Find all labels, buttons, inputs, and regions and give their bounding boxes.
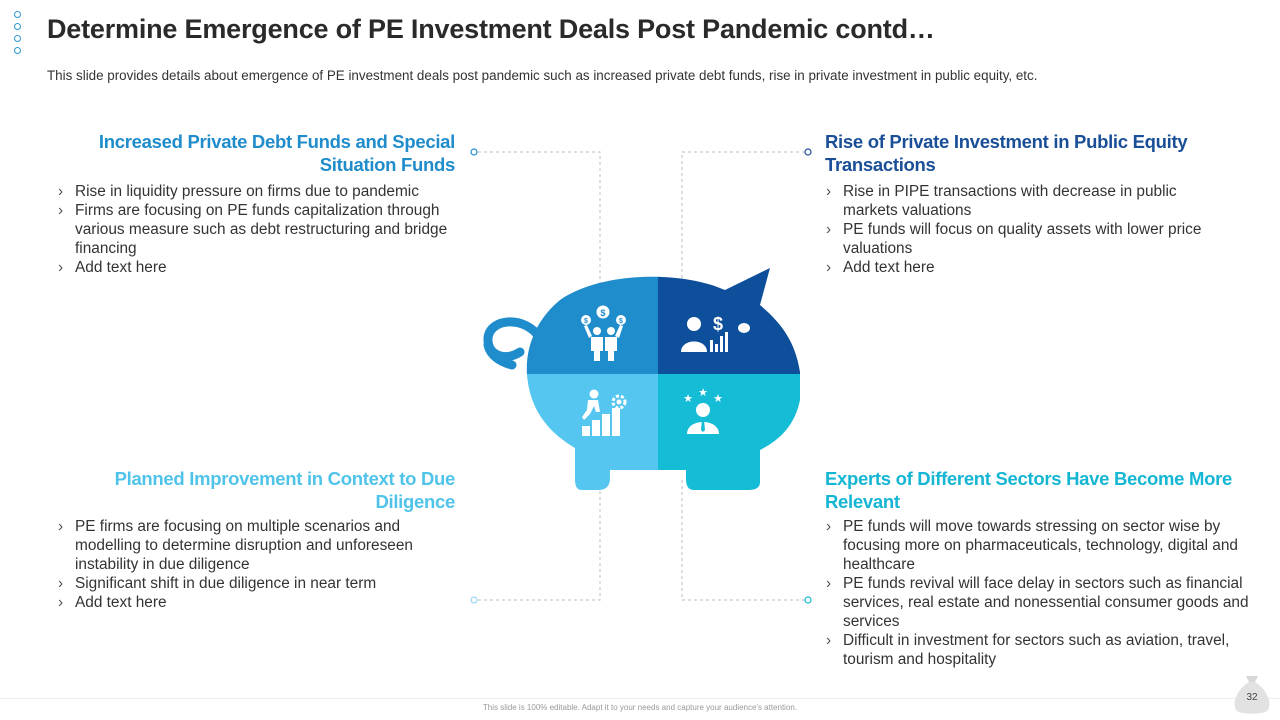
growth-steps-icon bbox=[582, 389, 627, 436]
slide-title: Determine Emergence of PE Investment Dea… bbox=[47, 14, 935, 44]
svg-text:$: $ bbox=[619, 318, 623, 325]
pig-eye bbox=[738, 323, 750, 333]
list-item: PE funds will move towards stressing on … bbox=[826, 517, 1251, 574]
section-heading-debt-funds: Increased Private Debt Funds and Special… bbox=[98, 131, 455, 175]
section-heading-due-diligence: Planned Improvement in Context to Due Di… bbox=[114, 468, 456, 512]
money-symbols: $ $ $ bbox=[584, 308, 623, 325]
menu-dots-icon bbox=[14, 11, 22, 59]
page-number: 32 bbox=[1246, 692, 1258, 703]
piggy-bank-graphic: $ $ $ $ ★ ★ ★ bbox=[483, 268, 800, 490]
list-item: Difficult in investment for sectors such… bbox=[826, 631, 1251, 669]
expert-stars-icon: ★ ★ ★ bbox=[683, 386, 723, 434]
svg-text:$: $ bbox=[600, 308, 605, 318]
footer-note: This slide is 100% editable. Adapt it to… bbox=[482, 703, 798, 712]
list-item: Firms are focusing on PE funds capitaliz… bbox=[58, 201, 468, 258]
pig-quadrant-bottom-left bbox=[526, 374, 658, 490]
list-item: Rise in PIPE transactions with decrease … bbox=[826, 182, 1226, 220]
pig-tail bbox=[483, 317, 545, 370]
money-bag-icon bbox=[1234, 676, 1270, 714]
svg-text:★: ★ bbox=[713, 392, 723, 405]
dollar-icon: $ bbox=[713, 314, 723, 334]
pig-quadrant-bottom-right bbox=[658, 374, 800, 490]
people-money-icon bbox=[581, 305, 626, 361]
bullet-list-debt-funds: Rise in liquidity pressure on firms due … bbox=[58, 182, 468, 277]
list-item: Significant shift in due diligence in ne… bbox=[58, 574, 458, 593]
svg-text:$: $ bbox=[584, 318, 588, 325]
list-item: Add text here bbox=[58, 258, 468, 277]
slide-subtitle: This slide provides details about emerge… bbox=[47, 68, 1038, 83]
list-item: PE funds revival will face delay in sect… bbox=[826, 574, 1251, 631]
list-item: Add text here bbox=[826, 258, 1226, 277]
list-item: PE firms are focusing on multiple scenar… bbox=[58, 517, 458, 574]
footer-divider bbox=[0, 698, 1280, 699]
bullet-list-due-diligence: PE firms are focusing on multiple scenar… bbox=[58, 517, 458, 612]
section-heading-private-investment: Rise of Private Investment in Public Equ… bbox=[825, 131, 1188, 175]
bullet-list-sector-experts: PE funds will move towards stressing on … bbox=[826, 517, 1251, 669]
investor-chart-icon bbox=[681, 317, 728, 352]
section-heading-sector-experts: Experts of Different Sectors Have Become… bbox=[825, 468, 1232, 512]
list-item: Add text here bbox=[58, 593, 458, 612]
pig-quadrant-top-right bbox=[658, 268, 800, 374]
list-item: PE funds will focus on quality assets wi… bbox=[826, 220, 1226, 258]
svg-text:★: ★ bbox=[683, 392, 693, 405]
svg-text:★: ★ bbox=[698, 386, 708, 399]
list-item: Rise in liquidity pressure on firms due … bbox=[58, 182, 468, 201]
bullet-list-private-investment: Rise in PIPE transactions with decrease … bbox=[826, 182, 1226, 277]
